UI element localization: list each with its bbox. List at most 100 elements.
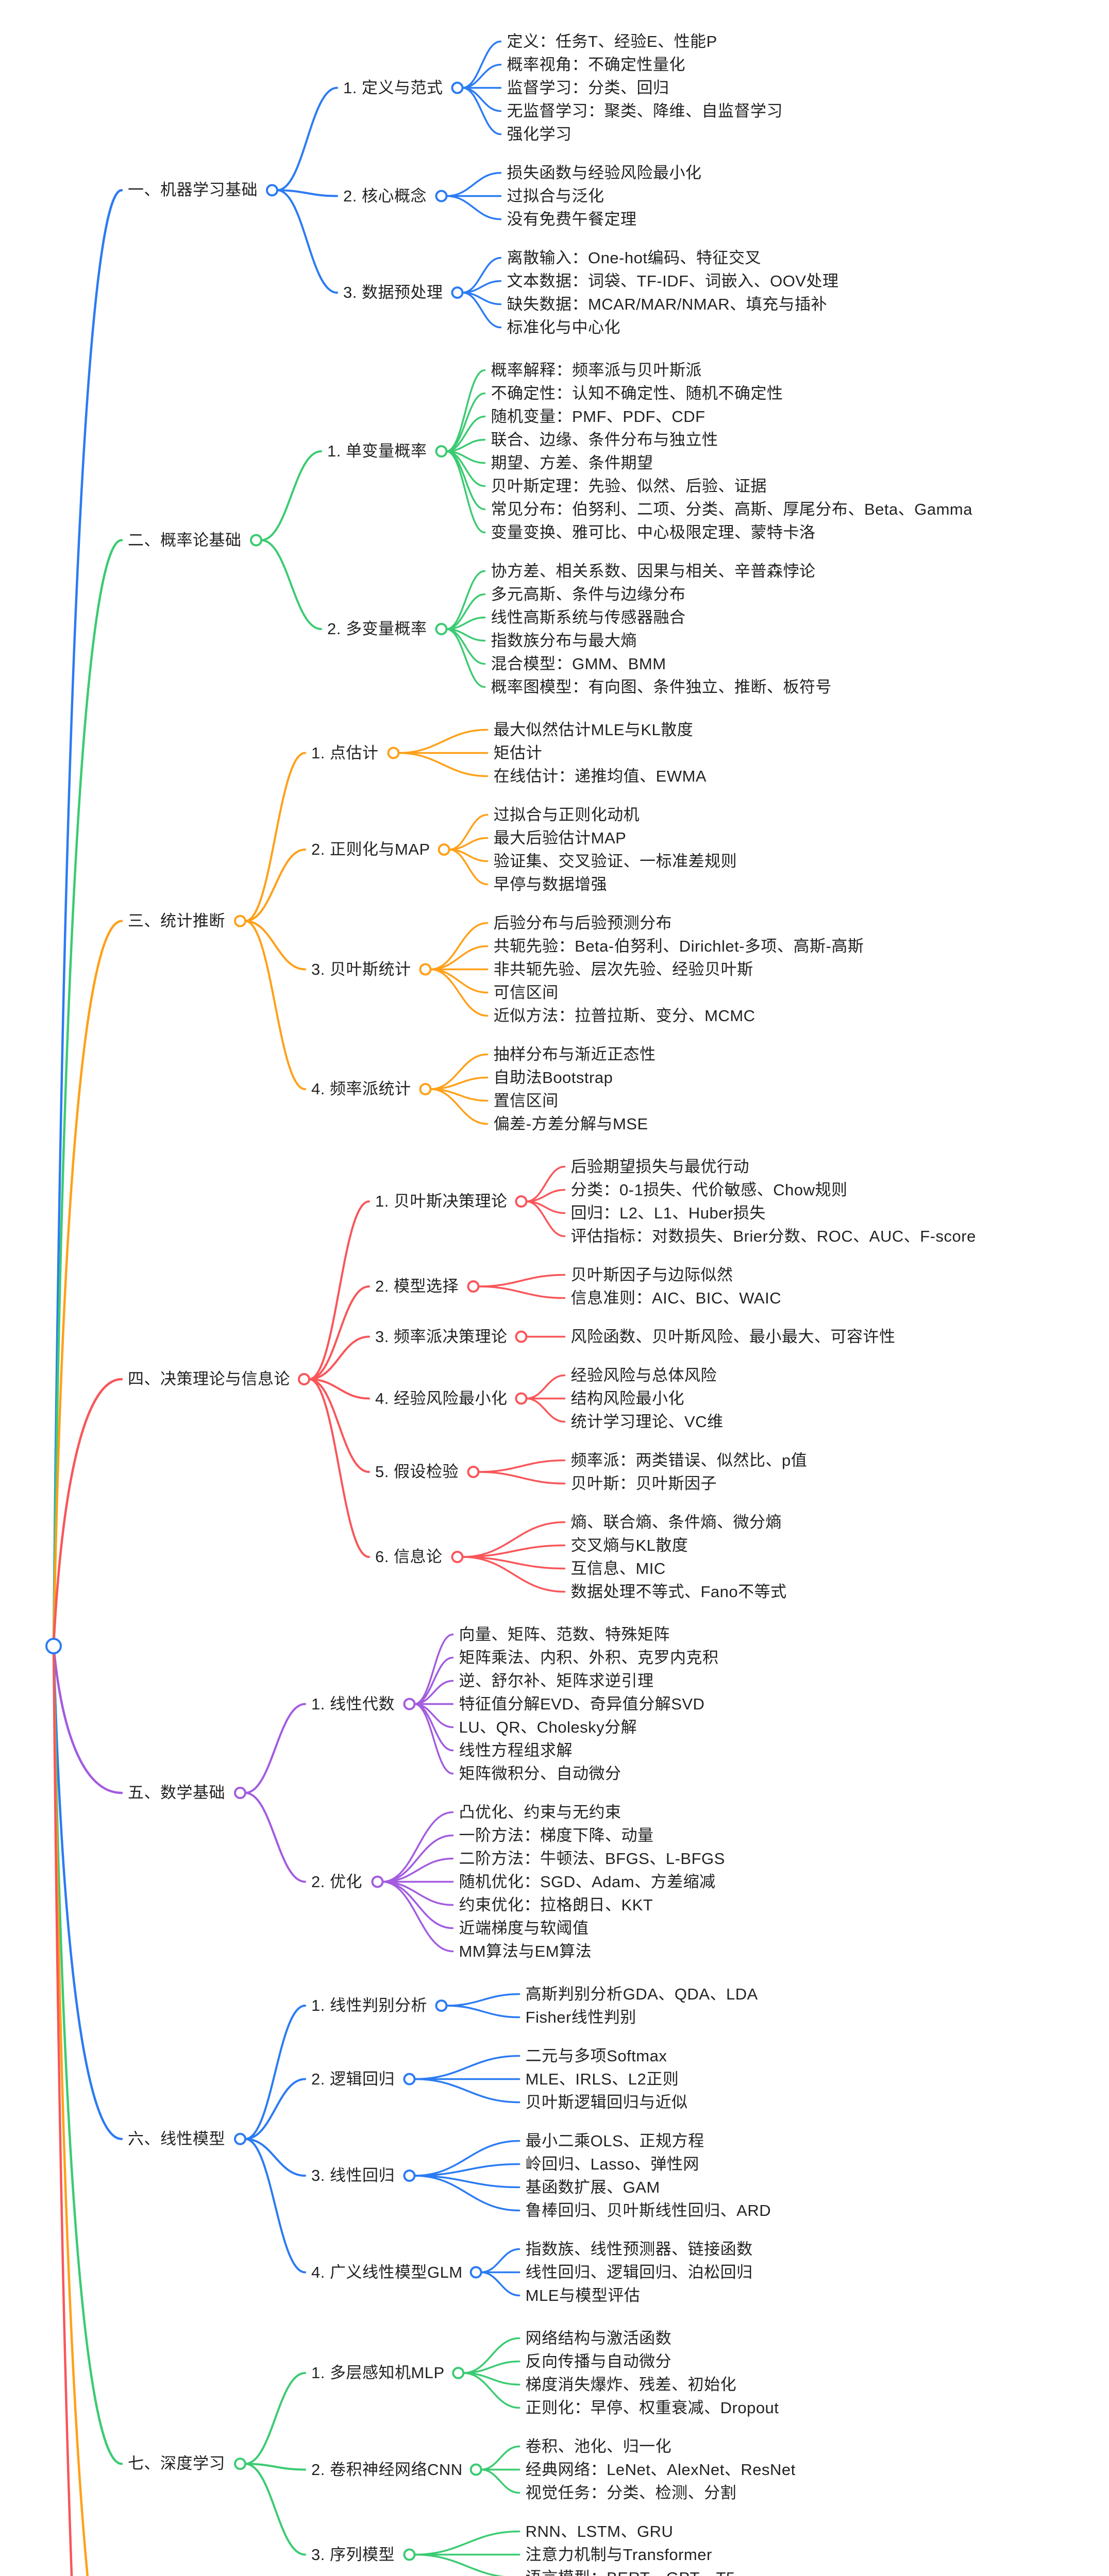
sub-branch-label[interactable]: 3. 序列模型: [311, 2545, 395, 2564]
leaf-label[interactable]: 近似方法：拉普拉斯、变分、MCMC: [493, 1006, 755, 1025]
leaf-label[interactable]: 分类：0-1损失、代价敏感、Chow规则: [570, 1180, 848, 1199]
leaf-label[interactable]: 向量、矩阵、范数、特殊矩阵: [459, 1625, 670, 1643]
sub-branch-label[interactable]: 3. 频率派决策理论: [375, 1327, 508, 1346]
leaf-label[interactable]: 损失函数与经验风险最小化: [507, 163, 702, 182]
sub-branch-node-circle[interactable]: [419, 963, 432, 976]
leaf-label[interactable]: 视觉任务：分类、检测、分割: [525, 2483, 737, 2502]
sub-branch-label[interactable]: 2. 优化: [311, 1872, 362, 1891]
leaf-label[interactable]: 网络结构与激活函数: [525, 2329, 672, 2347]
sub-branch-node-circle[interactable]: [515, 1195, 528, 1208]
leaf-label[interactable]: 基函数扩展、GAM: [525, 2178, 660, 2196]
sub-branch-node-circle[interactable]: [419, 1083, 432, 1095]
sub-branch-label[interactable]: 4. 经验风险最小化: [375, 1389, 508, 1408]
branch-node-circle[interactable]: [297, 1373, 310, 1385]
sub-branch-node-circle[interactable]: [451, 286, 464, 299]
leaf-label[interactable]: 变量变换、雅可比、中心极限定理、蒙特卡洛: [491, 523, 816, 541]
sub-branch-node-circle[interactable]: [467, 1280, 480, 1293]
leaf-label[interactable]: 近端梯度与软阈值: [459, 1919, 589, 1937]
leaf-label[interactable]: RNN、LSTM、GRU: [525, 2522, 674, 2540]
leaf-label[interactable]: 矩估计: [493, 743, 543, 762]
sub-branch-node-circle[interactable]: [467, 1466, 480, 1478]
sub-branch-node-circle[interactable]: [435, 190, 448, 202]
sub-branch-label[interactable]: 4. 广义线性模型GLM: [311, 2263, 463, 2281]
leaf-label[interactable]: 没有免费午餐定理: [507, 210, 637, 228]
leaf-label[interactable]: 共轭先验：Beta-伯努利、Dirichlet-多项、高斯-高斯: [493, 937, 864, 955]
leaf-label[interactable]: 随机变量：PMF、PDF、CDF: [491, 407, 705, 426]
leaf-label[interactable]: 互信息、MIC: [570, 1559, 666, 1578]
branch-node-circle[interactable]: [265, 184, 278, 197]
leaf-label[interactable]: 非共轭先验、层次先验、经验贝叶斯: [493, 960, 753, 978]
leaf-label[interactable]: 强化学习: [507, 125, 572, 143]
leaf-label[interactable]: Fisher线性判别: [525, 2008, 636, 2026]
leaf-label[interactable]: 概率解释：频率派与贝叶斯派: [491, 361, 702, 379]
sub-branch-node-circle[interactable]: [371, 1875, 384, 1888]
sub-branch-label[interactable]: 1. 多层感知机MLP: [311, 2364, 445, 2382]
sub-branch-node-circle[interactable]: [515, 1330, 528, 1343]
leaf-label[interactable]: 卷积、池化、归一化: [525, 2437, 672, 2455]
branch-node-circle[interactable]: [233, 914, 246, 927]
sub-branch-label[interactable]: 1. 贝叶斯决策理论: [375, 1192, 508, 1210]
leaf-label[interactable]: 在线估计：递推均值、EWMA: [493, 767, 707, 785]
sub-branch-label[interactable]: 2. 多变量概率: [327, 620, 427, 638]
leaf-label[interactable]: 抽样分布与渐近正态性: [493, 1045, 656, 1063]
sub-branch-label[interactable]: 2. 逻辑回归: [311, 2070, 395, 2088]
leaf-label[interactable]: 混合模型：GMM、BMM: [491, 654, 666, 673]
leaf-label[interactable]: LU、QR、Cholesky分解: [459, 1718, 637, 1736]
sub-branch-node-circle[interactable]: [403, 1698, 416, 1710]
leaf-label[interactable]: 岭回归、Lasso、弹性网: [525, 2155, 699, 2173]
branch-node-circle[interactable]: [233, 1787, 246, 1799]
leaf-label[interactable]: MLE、IRLS、L2正则: [525, 2070, 679, 2088]
sub-branch-label[interactable]: 3. 贝叶斯统计: [311, 960, 411, 978]
leaf-label[interactable]: 验证集、交叉验证、一标准差规则: [493, 852, 737, 870]
leaf-label[interactable]: 交叉熵与KL散度: [570, 1536, 688, 1554]
leaf-label[interactable]: MLE与模型评估: [525, 2286, 641, 2304]
leaf-label[interactable]: 特征值分解EVD、奇异值分解SVD: [459, 1694, 705, 1713]
sub-branch-node-circle[interactable]: [452, 2367, 465, 2379]
leaf-label[interactable]: 最大后验估计MAP: [493, 828, 627, 847]
leaf-label[interactable]: 多元高斯、条件与边缘分布: [491, 585, 686, 603]
sub-branch-label[interactable]: 2. 模型选择: [375, 1277, 459, 1295]
leaf-label[interactable]: 贝叶斯因子与边际似然: [570, 1265, 733, 1284]
leaf-label[interactable]: 矩阵乘法、内积、外积、克罗内克积: [459, 1648, 719, 1667]
sub-branch-node-circle[interactable]: [451, 81, 464, 94]
sub-branch-label[interactable]: 3. 数据预处理: [343, 283, 443, 301]
sub-branch-label[interactable]: 2. 核心概念: [343, 187, 427, 205]
sub-branch-node-circle[interactable]: [515, 1392, 528, 1405]
leaf-label[interactable]: 期望、方差、条件期望: [491, 453, 653, 472]
leaf-label[interactable]: 结构风险最小化: [570, 1389, 684, 1408]
leaf-label[interactable]: 后验期望损失与最优行动: [570, 1157, 749, 1176]
sub-branch-node-circle[interactable]: [435, 623, 448, 635]
leaf-label[interactable]: 无监督学习：聚类、降维、自监督学习: [507, 101, 783, 120]
sub-branch-node-circle[interactable]: [438, 843, 450, 856]
leaf-label[interactable]: 风险函数、贝叶斯风险、最小最大、可容许性: [570, 1327, 896, 1346]
sub-branch-label[interactable]: 2. 正则化与MAP: [311, 840, 430, 858]
leaf-label[interactable]: 经典网络：LeNet、AlexNet、ResNet: [525, 2460, 796, 2479]
branch-node-circle[interactable]: [233, 2132, 246, 2145]
leaf-label[interactable]: 概率图模型：有向图、条件独立、推断、板符号: [491, 677, 832, 696]
leaf-label[interactable]: 正则化：早停、权重衰减、Dropout: [525, 2398, 779, 2417]
sub-branch-node-circle[interactable]: [387, 747, 400, 759]
leaf-label[interactable]: 置信区间: [493, 1091, 559, 1110]
leaf-label[interactable]: 自助法Bootstrap: [493, 1068, 613, 1087]
sub-branch-label[interactable]: 1. 线性判别分析: [311, 1996, 427, 2014]
leaf-label[interactable]: 高斯判别分析GDA、QDA、LDA: [525, 1985, 758, 2003]
leaf-label[interactable]: MM算法与EM算法: [459, 1942, 592, 1960]
sub-branch-node-circle[interactable]: [435, 445, 448, 457]
leaf-label[interactable]: 信息准则：AIC、BIC、WAIC: [570, 1289, 782, 1307]
sub-branch-label[interactable]: 5. 假设检验: [375, 1463, 459, 1481]
leaf-label[interactable]: 最小二乘OLS、正规方程: [525, 2131, 704, 2150]
branch-node-circle[interactable]: [249, 534, 262, 547]
sub-branch-node-circle[interactable]: [403, 2548, 416, 2561]
sub-branch-label[interactable]: 6. 信息论: [375, 1548, 443, 1566]
leaf-label[interactable]: 评估指标：对数损失、Brier分数、ROC、AUC、F-score: [570, 1227, 976, 1245]
leaf-label[interactable]: 语言模型：BERT、GPT、T5: [526, 2567, 735, 2576]
branch-node-circle[interactable]: [233, 2458, 246, 2470]
leaf-label[interactable]: 熵、联合熵、条件熵、微分熵: [570, 1513, 782, 1531]
leaf-label[interactable]: 梯度消失爆炸、残差、初始化: [525, 2375, 737, 2394]
leaf-label[interactable]: 最大似然估计MLE与KL散度: [493, 720, 694, 739]
leaf-label[interactable]: 二阶方法：牛顿法、BFGS、L-BFGS: [459, 1849, 725, 1868]
leaf-label[interactable]: 指数族分布与最大熵: [491, 631, 637, 650]
branch-label[interactable]: 二、概率论基础: [128, 531, 242, 549]
leaf-label[interactable]: 贝叶斯定理：先验、似然、后验、证据: [491, 477, 767, 495]
leaf-label[interactable]: 早停与数据增强: [493, 875, 608, 893]
